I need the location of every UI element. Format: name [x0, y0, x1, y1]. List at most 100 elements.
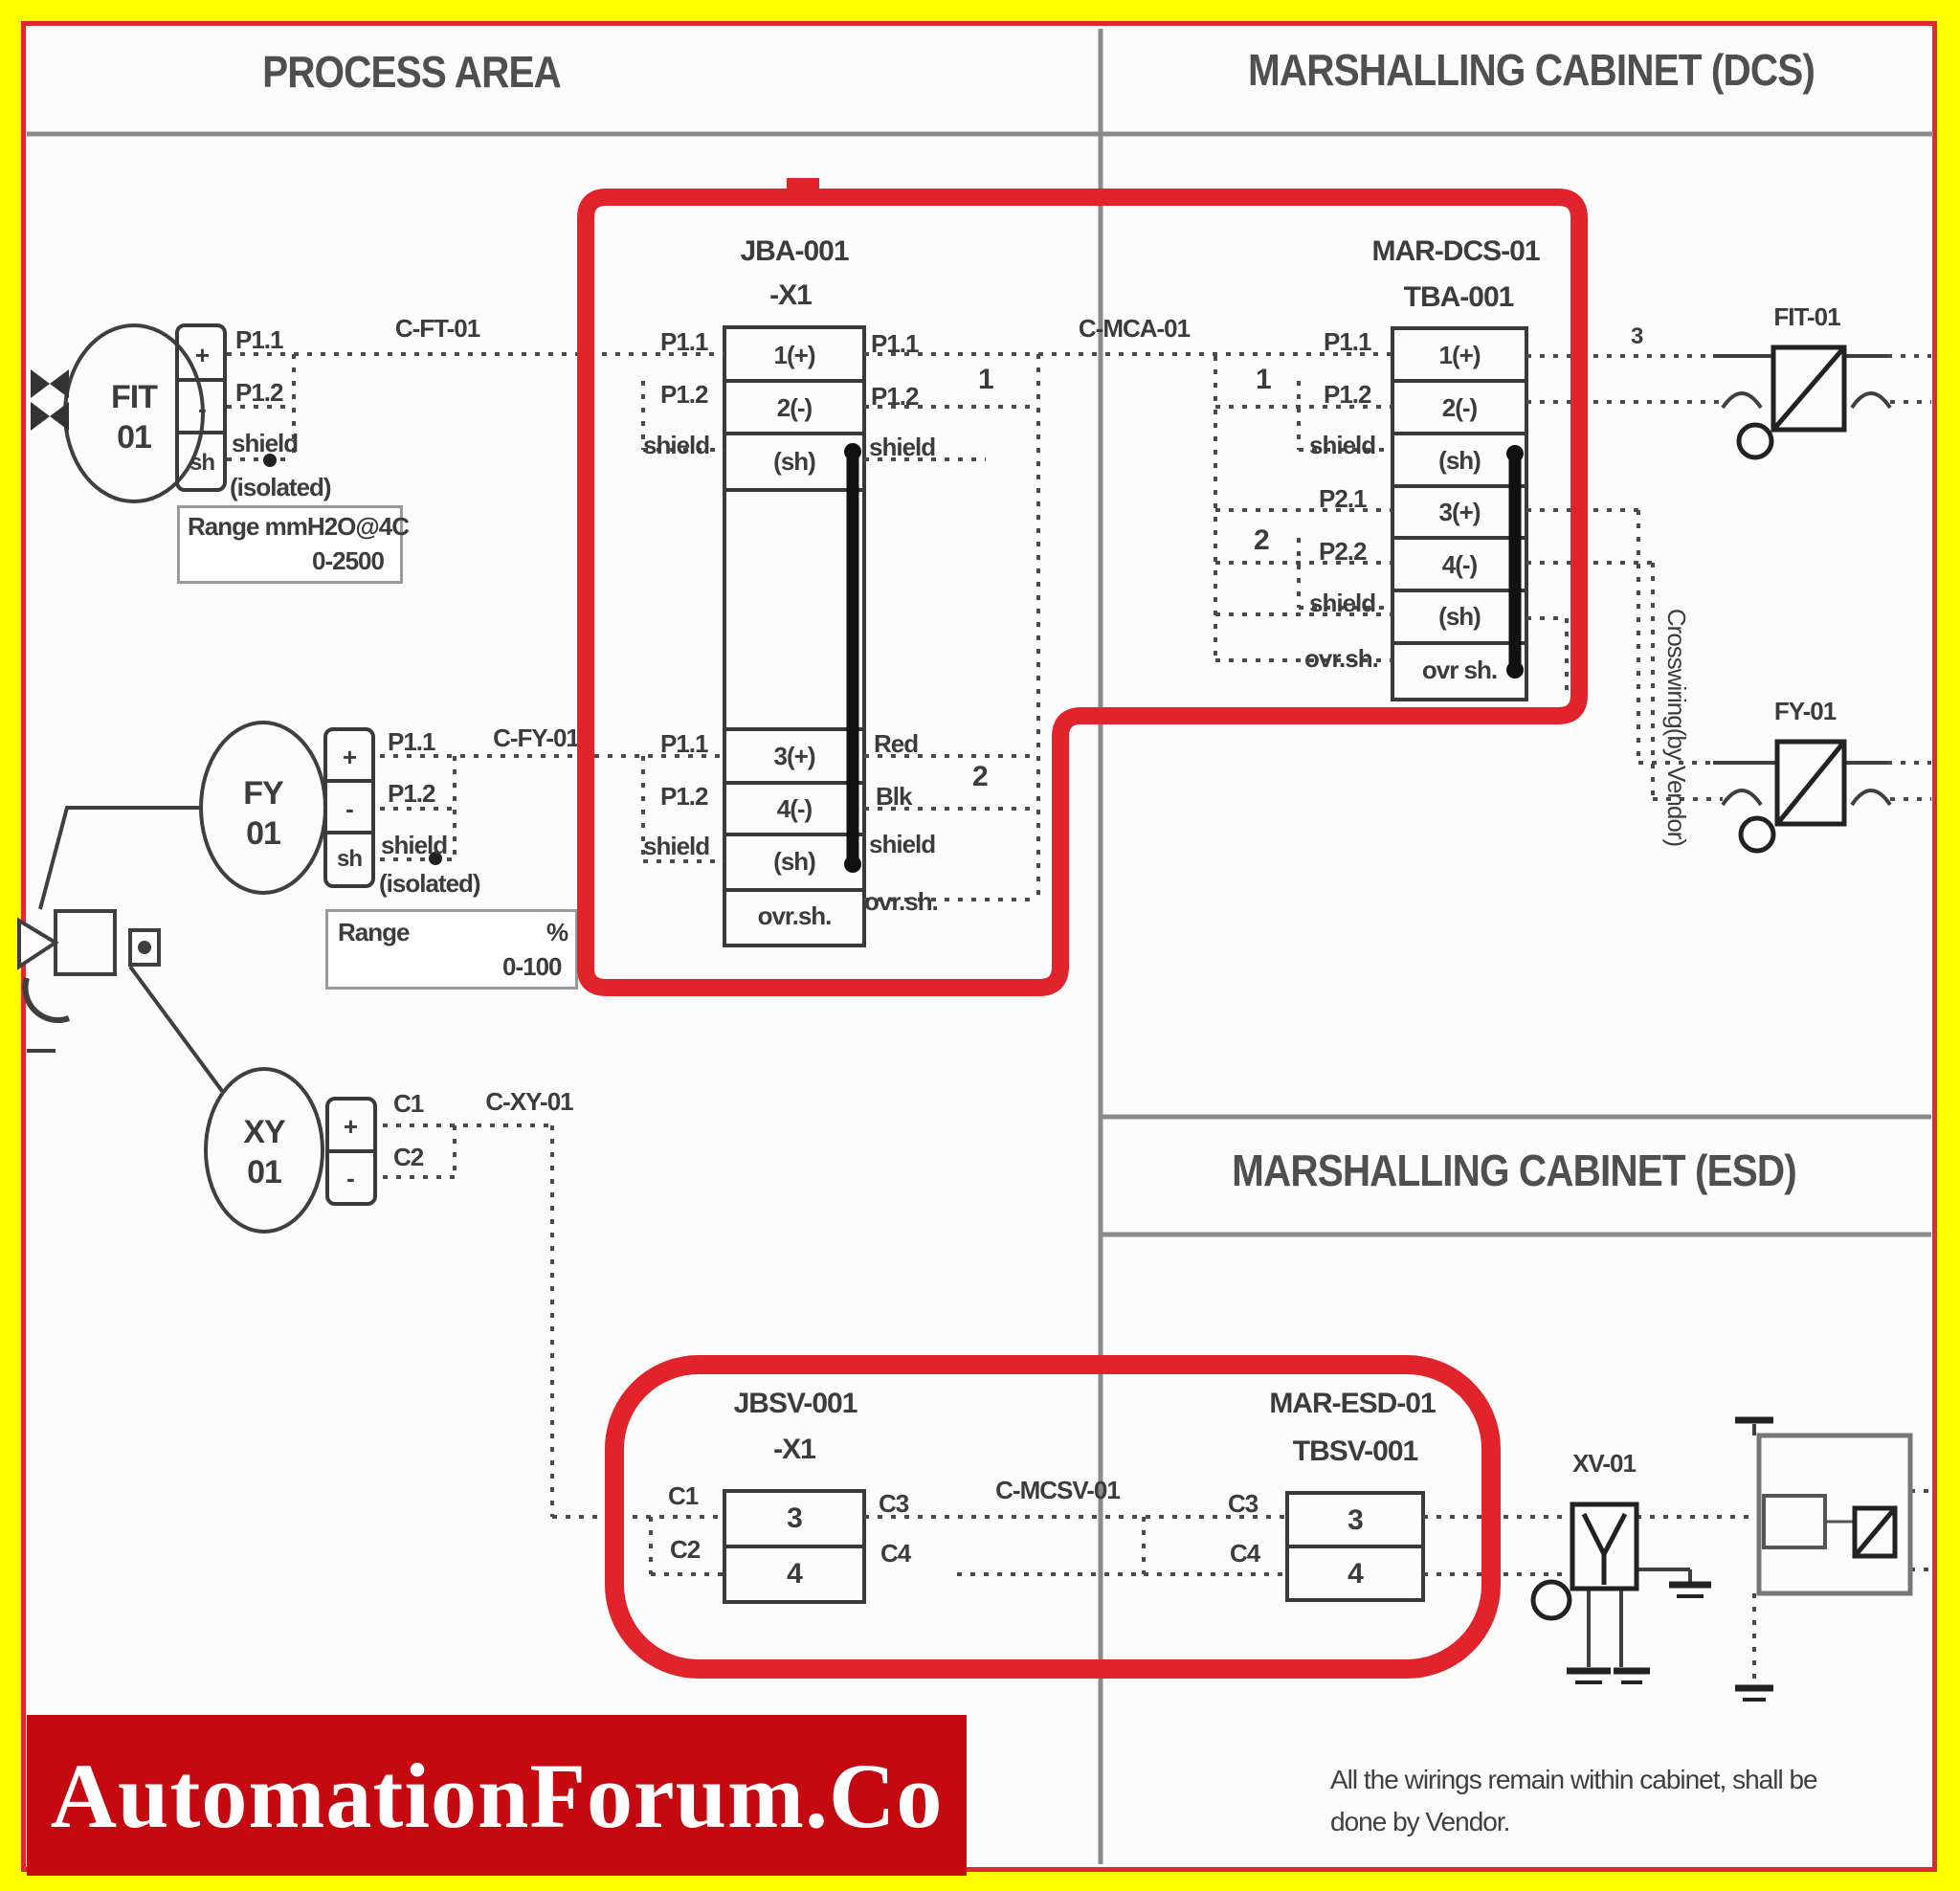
- ground-symbols: [1567, 1416, 1773, 1702]
- fy-shield-dot: [429, 852, 442, 865]
- watermark-text: AutomationForum.Co: [50, 1744, 944, 1847]
- jb-cell-4: 4(-): [776, 794, 813, 823]
- tb-pair1-number: 1: [1256, 364, 1272, 395]
- tb-cell-4: 4(-): [1441, 550, 1478, 579]
- jb-esd-right-c3: C3: [879, 1489, 909, 1518]
- xv-ground-wires: [1587, 1424, 1756, 1667]
- jb-bot-right-shield: shield: [869, 830, 936, 858]
- fit-tag-line1: FIT: [111, 379, 158, 415]
- fy-io-symbol: [1774, 739, 1847, 827]
- process-area-header: PROCESS AREA: [262, 47, 562, 97]
- fy-tag-line2: 01: [246, 815, 281, 852]
- jb-esd-left-c2: C2: [670, 1535, 701, 1564]
- tb-dcs-title: MAR-DCS-01: [1371, 235, 1540, 267]
- xy-cable-label: C-XY-01: [485, 1087, 573, 1116]
- jb-top-left-p12: P1.2: [660, 380, 708, 409]
- jb-cell-sh1: (sh): [773, 447, 816, 476]
- fy-terminal-sh: sh: [336, 846, 363, 872]
- fit-terminal-minus: -: [198, 394, 207, 423]
- fit-shield-dot: [263, 454, 277, 467]
- tb-esd-subtitle: TBSV-001: [1292, 1435, 1418, 1467]
- fy-range-box: Range % 0-100: [325, 909, 578, 990]
- jb-top-right-p11: P1.1: [871, 329, 919, 358]
- jb-bot-left-p11: P1.1: [660, 729, 708, 758]
- jb-dcs-title: JBA-001: [740, 235, 849, 267]
- tb-esd-left-c4: C4: [1230, 1539, 1260, 1568]
- cabinet-esd-header: MARSHALLING CABINET (ESD): [1232, 1146, 1797, 1195]
- fit-range-label: Range mmH2O@4C: [188, 512, 410, 541]
- fy-terminal-minus: -: [345, 794, 354, 823]
- fy-io-label: FY-01: [1773, 697, 1837, 725]
- jb-bot-right-red: Red: [874, 729, 919, 758]
- fit-tag-line2: 01: [117, 419, 152, 456]
- xy-wire-c1: C1: [393, 1089, 424, 1118]
- fy-cable-label: C-FY-01: [493, 723, 580, 752]
- jb-cell-1: 1(+): [773, 341, 816, 369]
- valve-links: [27, 806, 224, 1093]
- jb-top-left-p11: P1.1: [660, 327, 708, 356]
- fy-range-label: Range: [338, 918, 410, 946]
- tb-left-p12: P1.2: [1324, 380, 1371, 409]
- fy-terminal-plus: +: [342, 743, 357, 771]
- tb-pair2-number: 2: [1254, 524, 1270, 556]
- crosswiring-label: Crosswiring(by Vendor): [1662, 608, 1691, 847]
- fy-wire-isolated: (isolated): [379, 869, 481, 898]
- xy-terminal-plus: +: [343, 1112, 358, 1141]
- xv-valve-symbol: [1530, 1502, 1639, 1621]
- cabinet-dcs-header: MARSHALLING CABINET (DCS): [1248, 45, 1815, 95]
- fy-wire-shield: shield: [381, 831, 448, 859]
- jb-pair1-number: 1: [978, 364, 994, 395]
- jb-bot-right-blk: Blk: [876, 782, 912, 811]
- vendor-note-line1: All the wirings remain within cabinet, s…: [1330, 1765, 1818, 1794]
- fy-terminal-block: [323, 727, 375, 888]
- fy-range-value: 0-100: [502, 952, 562, 981]
- tb-esd-title: MAR-ESD-01: [1269, 1388, 1436, 1419]
- io-wire-stubs: [1713, 354, 1887, 765]
- vendor-note-line2: done by Vendor.: [1330, 1807, 1510, 1836]
- jb-bot-left-p12: P1.2: [660, 782, 708, 811]
- tb-cell-2: 2(-): [1441, 393, 1478, 422]
- tb-esd-left-c3: C3: [1228, 1489, 1258, 1518]
- jb-cell-ovrsh: ovr.sh.: [757, 901, 833, 930]
- section-divider-lines: [27, 29, 1933, 1864]
- tb-left-p11: P1.1: [1324, 327, 1371, 356]
- jb-pair2-number: 2: [972, 761, 989, 792]
- jb-esd-left-c1: C1: [668, 1481, 699, 1510]
- mc-esd-cable-label: C-MCSV-01: [995, 1476, 1121, 1504]
- jb-cell-sh2: (sh): [773, 847, 816, 876]
- dcs-io-symbols: [1736, 345, 1847, 854]
- fit-terminal-plus: +: [194, 341, 210, 369]
- xv-valve-label: XV-01: [1572, 1449, 1637, 1478]
- jb-esd-subtitle: -X1: [773, 1434, 816, 1465]
- wire-jump-hooks: [1721, 391, 1892, 807]
- jb-cell-3: 3(+): [773, 742, 816, 770]
- fit-io-symbol: [1771, 345, 1847, 433]
- tb-left-ovrsh: ovr.sh.: [1304, 644, 1379, 673]
- crosswiring-wires: [1526, 354, 1931, 801]
- tb-cell-sh2: (sh): [1438, 602, 1481, 631]
- tb-left-p21: P2.1: [1319, 484, 1367, 513]
- xy-terminal-block: [325, 1097, 377, 1206]
- xy-wire-c2: C2: [393, 1143, 424, 1171]
- jb-top-right-p12: P1.2: [871, 382, 919, 411]
- jb-top-right-shield: shield: [869, 433, 936, 461]
- tb-cell-sh1: (sh): [1438, 446, 1481, 475]
- multicore-esd-wires: [864, 1489, 1931, 1682]
- fit-wire-p12: P1.2: [235, 378, 283, 407]
- fit-wire-shield: shield: [232, 429, 299, 457]
- tb-dcs-subtitle: TBA-001: [1403, 281, 1515, 313]
- tb-left-shield2: shield: [1309, 589, 1376, 617]
- tb-esd-cell-3: 3: [1348, 1504, 1364, 1536]
- tb-left-p22: P2.2: [1319, 537, 1367, 566]
- jb-esd-title: JBSV-001: [733, 1388, 858, 1419]
- fit-terminal-block: [175, 323, 227, 492]
- tb-esd-cell-4: 4: [1348, 1558, 1364, 1590]
- tb-cell-3: 3(+): [1438, 498, 1481, 526]
- watermark-banner: AutomationForum.Co: [27, 1715, 967, 1876]
- fit-cable-label: C-FT-01: [394, 314, 480, 343]
- jb-dcs-subtitle: -X1: [769, 279, 813, 311]
- fit-wire-p11: P1.1: [235, 325, 283, 354]
- mc-dcs-cable-label: C-MCA-01: [1078, 314, 1191, 343]
- tb-cell-1: 1(+): [1438, 341, 1481, 369]
